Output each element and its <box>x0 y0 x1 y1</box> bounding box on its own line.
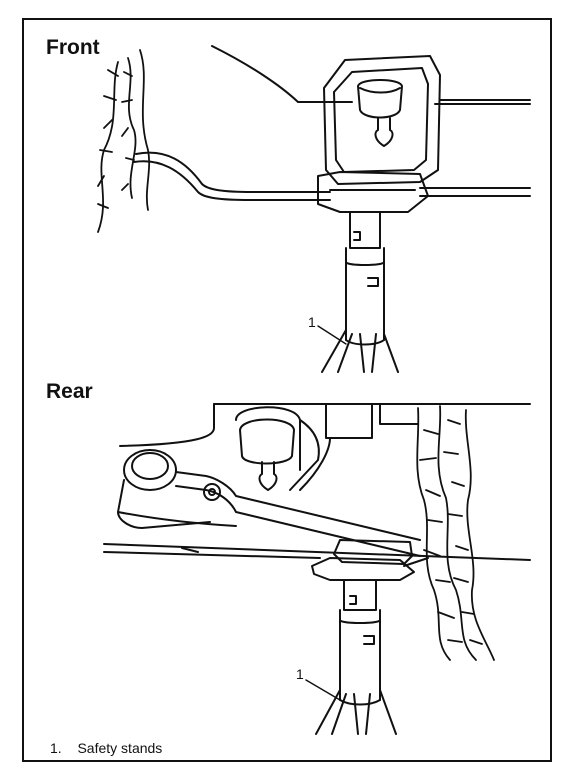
legend-number: 1. <box>50 740 62 756</box>
front-callout-number: 1 <box>308 314 316 330</box>
front-bump-stop <box>357 79 403 147</box>
front-crossmember <box>317 55 441 213</box>
front-title: Front <box>46 36 100 59</box>
rear-spring-arm <box>117 449 421 557</box>
rear-callout-number: 1 <box>296 666 304 682</box>
front-body-line <box>211 45 353 103</box>
rear-safety-stand <box>315 579 397 735</box>
front-callout-leader <box>317 325 347 345</box>
rear-title: Rear <box>46 380 93 403</box>
rear-callout-leader <box>305 679 341 701</box>
rear-bump-stop <box>235 406 331 491</box>
rear-tire <box>416 405 495 661</box>
rear-view <box>103 403 531 735</box>
front-arm <box>133 160 331 201</box>
front-view <box>97 45 531 373</box>
legend-text: Safety stands <box>77 740 163 756</box>
legend: 1. Safety stands <box>50 740 162 756</box>
rear-crossmember <box>311 539 429 581</box>
front-safety-stand <box>321 211 399 373</box>
front-tire <box>97 49 151 233</box>
figure-frame <box>22 18 552 762</box>
rear-body-line <box>119 403 215 447</box>
